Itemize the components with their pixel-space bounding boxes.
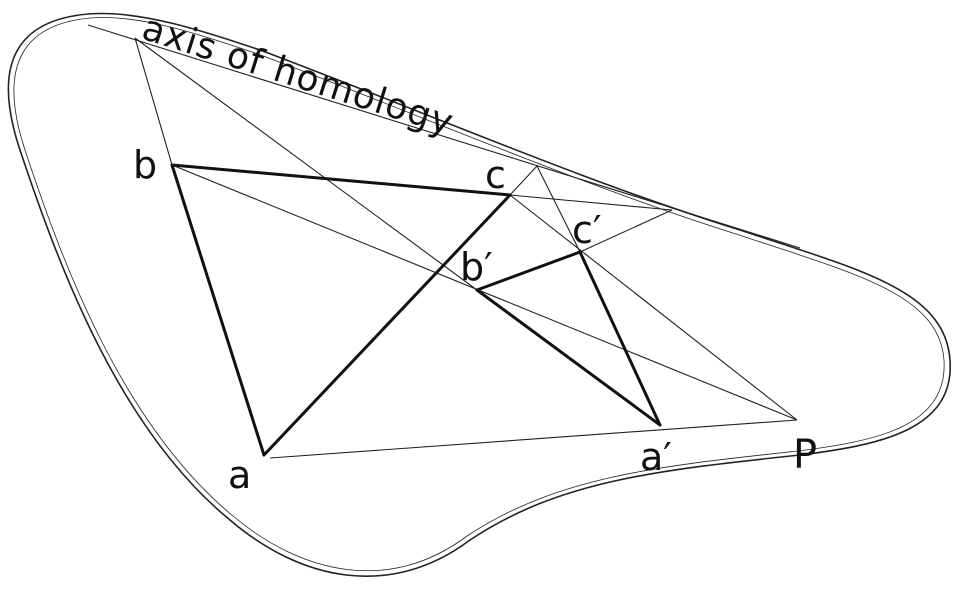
line-bc-extended [509,194,673,211]
triangle-edge-b-prime-c-prime [475,250,582,292]
point-label-b: b [133,143,157,187]
triangle-edge-ac [262,193,512,457]
point-label-c-prime: c′ [572,208,602,252]
triangle-edge-bc [170,163,512,197]
point-label-c: c [485,153,506,197]
point-label-a-prime: a′ [640,435,672,479]
line-c-prime-c-extended [536,165,581,253]
triangle-edge-a-prime-b-prime [475,288,662,427]
plane-boundary-inner [13,17,945,572]
line-b-prime-c-prime-extended [579,209,673,253]
axis-of-homology-line [87,24,801,249]
ray-p-c [509,194,798,421]
triangle-edge-a-prime-c-prime [578,250,662,427]
line-ac-extended [509,165,538,196]
line-ab-extended [134,37,173,166]
line-a-prime-b-prime-extended [134,37,478,291]
point-label-a: a [228,453,251,497]
point-label-b-prime: b′ [460,245,493,289]
ray-p-a [269,419,798,459]
point-label-P: P [793,432,817,478]
triangle-edge-ab [170,163,266,457]
ray-p-b [171,164,798,421]
plane-boundary [7,12,951,578]
